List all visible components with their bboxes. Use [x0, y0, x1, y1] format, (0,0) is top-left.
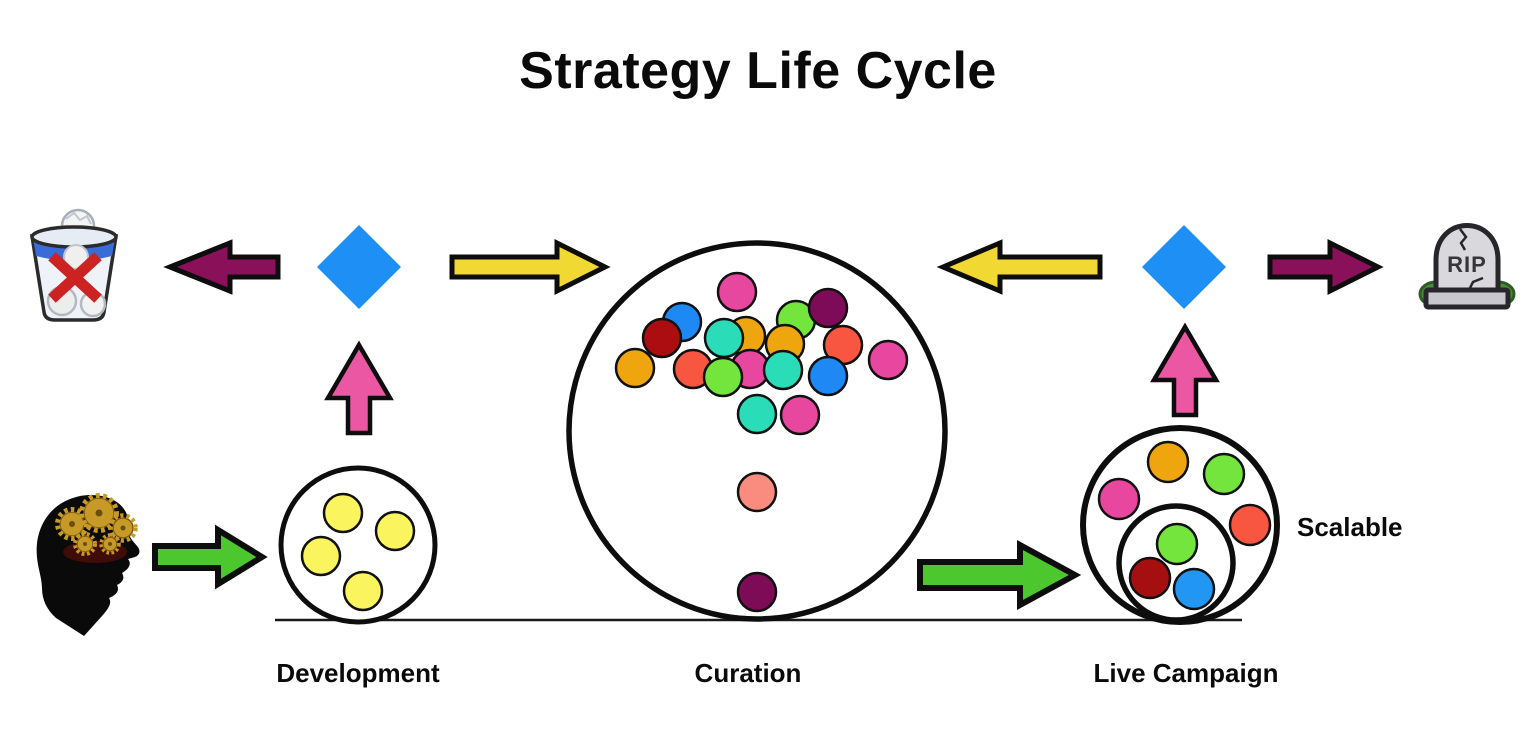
return-arrow-to-curation: [936, 239, 1103, 295]
tombstone-base: [1423, 287, 1511, 310]
development-label: Development: [276, 658, 440, 688]
trash-icon: [29, 208, 119, 322]
gear-icon: [108, 513, 138, 543]
decision-diamond-right: [1142, 225, 1226, 309]
strategy-dot: [1097, 477, 1141, 521]
brain-gears-icon: [55, 493, 138, 556]
paper-crinkle: [65, 211, 92, 225]
scalable-label: Scalable: [1297, 512, 1403, 542]
strategy-dot: [342, 570, 384, 612]
gear-icon: [79, 493, 119, 533]
tombstone-crack: [1459, 228, 1468, 251]
pass-arrow-to-curation: [449, 238, 611, 296]
discard-arrow-left: [163, 239, 281, 295]
strategy-dot: [736, 471, 778, 513]
strategy-dot: [300, 535, 342, 577]
strategy-dot: [641, 317, 683, 359]
tombstone-rip-icon: RIP: [1418, 223, 1516, 310]
tombstone-stone: [1433, 223, 1501, 295]
strategy-dot: [807, 287, 849, 329]
strategy-dot: [1128, 556, 1172, 600]
strategy-dot: [1172, 567, 1216, 611]
promote-arrow-live-campaign: [1150, 322, 1220, 418]
idea-to-development-arrow: [152, 524, 268, 590]
strategy-dot: [702, 356, 744, 398]
live-campaign-label: Live Campaign: [1094, 658, 1279, 688]
gear-icon: [73, 532, 97, 556]
rip-label: RIP: [1447, 252, 1487, 277]
strategy-dot: [736, 393, 778, 435]
curation-dots: [614, 271, 909, 613]
strategy-dot: [1155, 522, 1199, 566]
strategy-dot: [614, 347, 656, 389]
promote-arrow-development: [324, 340, 394, 436]
strategy-dot: [807, 355, 849, 397]
strategy-dot: [322, 492, 364, 534]
strategy-dot: [716, 271, 758, 313]
development-dots: [300, 492, 416, 612]
strategy-dot: [1146, 440, 1190, 484]
gear-icon: [55, 507, 89, 541]
trash-rim: [30, 225, 118, 249]
strategy-dot: [374, 510, 416, 552]
strategy-dot: [1228, 503, 1272, 547]
strategy-dot: [703, 317, 745, 359]
tombstone-crack: [1468, 276, 1484, 289]
retire-arrow-right: [1267, 238, 1384, 296]
idea-head-icon: [36, 493, 140, 636]
strategy-dot: [779, 394, 821, 436]
strategy-dot: [867, 339, 909, 381]
decision-diamond-left: [317, 225, 401, 309]
gear-icon: [99, 533, 121, 555]
delete-x-icon: [48, 252, 102, 303]
strategy-dot: [762, 349, 804, 391]
live-campaign-inner-dots: [1128, 522, 1216, 611]
live-campaign-outer-dots: [1097, 440, 1272, 547]
page-title: Strategy Life Cycle: [519, 42, 997, 100]
curation-label: Curation: [695, 658, 802, 688]
strategy-dot: [1202, 452, 1246, 496]
strategy-dot: [736, 571, 778, 613]
paper-ball-icon: [63, 244, 89, 270]
development-circle: [278, 465, 438, 625]
curation-to-live-arrow: [917, 539, 1082, 611]
